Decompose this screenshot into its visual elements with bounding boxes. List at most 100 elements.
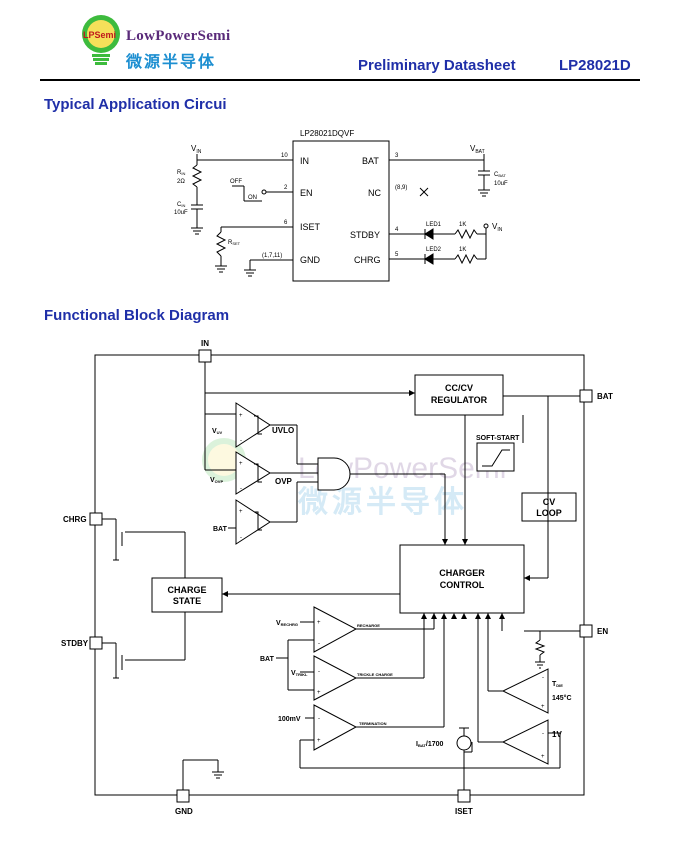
uvlo-label: UVLO: [272, 426, 294, 435]
svg-text:-: -: [318, 716, 320, 722]
cbat-value: 10uF: [494, 181, 508, 187]
pin-iset-label: ISET: [455, 807, 473, 816]
pin-num-gnd: (1,7,11): [262, 253, 282, 259]
vin-led-label: VIN: [492, 222, 503, 233]
brand-name-cn: 微源半导体: [126, 54, 217, 71]
cin-label: CIN: [177, 202, 185, 208]
100mv-label: 100mV: [278, 716, 301, 723]
pad-iset: [457, 789, 471, 803]
comparator-1v: [501, 719, 549, 765]
pad-stdby: [89, 636, 103, 650]
pin-en-label: EN: [300, 188, 313, 198]
pad-bat: [579, 389, 593, 403]
pin-num-4: 4: [395, 227, 399, 233]
charger-control-label-1: CHARGER: [439, 568, 485, 578]
functional-block-diagram: LowPowerSemi 微源半导体: [61, 339, 613, 816]
comparator-tdie: [501, 668, 549, 714]
v-ovp-label: VOVP: [210, 477, 223, 484]
comparator-uvlo: [235, 402, 271, 448]
pin-num-2: 2: [284, 185, 288, 191]
pin-bat-label: BAT: [362, 156, 379, 166]
cbat-label: CBAT: [494, 172, 506, 178]
svg-text:+: +: [541, 704, 545, 710]
block-cv-loop: [521, 492, 577, 522]
svg-text:-: -: [318, 669, 320, 675]
t-die-label: TDIE: [552, 681, 563, 688]
pad-in: [198, 349, 212, 363]
termination-label: TERMINATION: [359, 721, 387, 726]
pin-iset-label: ISET: [300, 222, 321, 232]
pin-num-5: 5: [395, 252, 399, 258]
section-title-application: Typical Application Circui: [44, 96, 227, 113]
recharge-label: RECHARGE: [357, 623, 380, 628]
ic-boundary: [94, 354, 585, 796]
current-source: [456, 735, 472, 751]
cv-loop-label-1: CV: [543, 497, 556, 507]
comparator-trickle: [313, 655, 358, 701]
pin-bat-label: BAT: [597, 392, 613, 401]
regulator-label-1: CC/CV: [445, 383, 473, 393]
pad-chrg: [89, 512, 103, 526]
1v-label: 1V: [552, 730, 562, 739]
pin-nc-label: NC: [368, 188, 381, 198]
rin-value: 2Ω: [177, 179, 185, 185]
block-charger-control: [399, 544, 525, 614]
switch-on-label: ON: [248, 195, 257, 201]
vbat-label: VBAT: [470, 144, 485, 155]
svg-text:微源半导体: 微源半导体: [297, 486, 468, 519]
v-uv-label: VUV: [212, 428, 223, 435]
r1-label: 1K: [459, 222, 466, 228]
pin-stdby-label: STDBY: [61, 639, 89, 648]
chip-body: [292, 140, 390, 282]
svg-text:+: +: [239, 461, 243, 467]
soft-start-label: SOFT-START: [476, 435, 520, 442]
svg-text:+: +: [317, 620, 321, 626]
comparator-recharge: [313, 606, 358, 653]
cv-loop-label-2: LOOP: [536, 508, 562, 518]
pin-num-nc: (8,9): [395, 185, 407, 191]
bat-node-label: BAT: [260, 656, 275, 663]
r2-label: 1K: [459, 247, 466, 253]
led2-label: LED2: [426, 247, 442, 253]
watermark-logo: LowPowerSemi 微源半导体: [202, 438, 506, 519]
pin-gnd-label: GND: [300, 255, 321, 265]
pin-chrg-label: CHRG: [354, 255, 381, 265]
bat-input-label: BAT: [213, 526, 228, 533]
svg-text:+: +: [239, 509, 243, 515]
pin-num-10: 10: [281, 153, 288, 159]
svg-text:-: -: [240, 535, 242, 541]
switch-off-label: OFF: [230, 179, 242, 185]
application-circuit-diagram: LP28021DQVF IN EN ISET GND BAT NC STDBY …: [174, 129, 508, 282]
svg-text:+: +: [239, 413, 243, 419]
v-trikl-label: VTRIKL: [291, 670, 308, 677]
pin-in-label: IN: [201, 339, 209, 348]
comparator-ovp: [235, 451, 271, 495]
and-gate: [317, 457, 351, 491]
block-regulator: [414, 374, 504, 416]
block-charge-state: [151, 577, 223, 613]
i-bat-label: IBAT/1700: [416, 741, 444, 748]
rset-label: RSET: [228, 240, 241, 246]
svg-text:-: -: [240, 438, 242, 444]
svg-text:-: -: [542, 675, 544, 681]
charger-control-label-2: CONTROL: [440, 580, 485, 590]
section-title-block-diagram: Functional Block Diagram: [44, 307, 230, 324]
comparator-bat: [235, 499, 271, 545]
svg-text:-: -: [240, 486, 242, 492]
v-rechrg-label: VRECHRG: [276, 620, 298, 627]
comparator-termination: [313, 704, 358, 751]
pin-num-6: 6: [284, 220, 288, 226]
svg-text:+: +: [541, 754, 545, 760]
pad-en: [579, 624, 593, 638]
svg-text:-: -: [542, 731, 544, 737]
pin-num-3: 3: [395, 153, 399, 159]
block-soft-start: [476, 442, 515, 472]
trickle-charge-label: TRICKLE CHARGE: [357, 672, 393, 677]
document-type: Preliminary Datasheet: [358, 57, 516, 74]
pin-in-label: IN: [300, 156, 309, 166]
logo-badge: LPSemi: [83, 30, 116, 40]
company-logo: LPSemi: [82, 15, 120, 65]
charge-state-label-2: STATE: [173, 596, 201, 606]
cin-value: 10uF: [174, 210, 188, 216]
page-header: LPSemi LowPowerSemi 微源半导体 Preliminary Da…: [0, 0, 683, 90]
